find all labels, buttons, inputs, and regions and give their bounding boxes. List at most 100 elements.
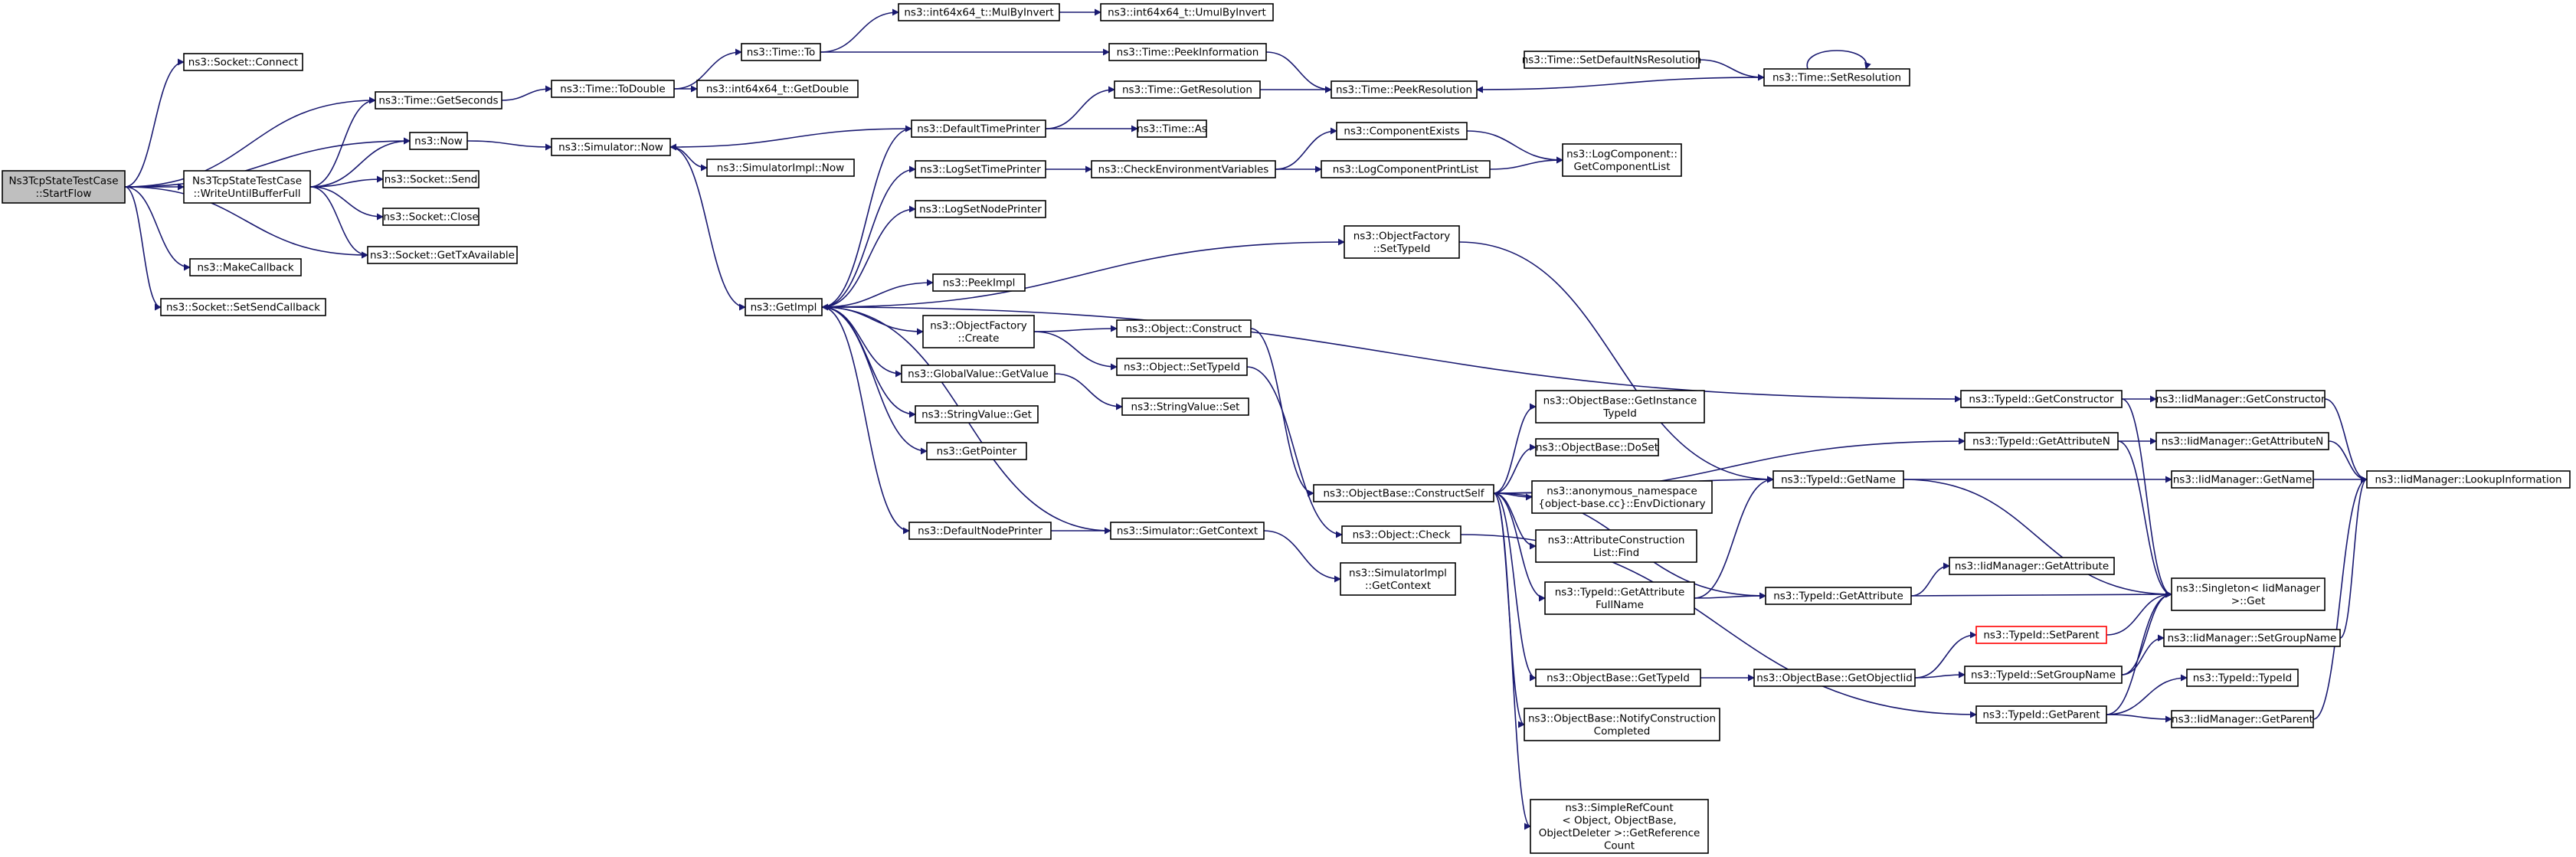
node-peekresolution[interactable]: ns3::Time::PeekResolution [1331,80,1478,99]
node-box [1772,470,1904,489]
node-objsettypeid[interactable]: ns3::Object::SetTypeId [1116,358,1248,376]
node-tidsetgroupname[interactable]: ns3::TypeId::SetGroupName [1964,666,2123,684]
node-gettxavail[interactable]: ns3::Socket::GetTxAvailable [367,246,518,264]
node-tidgetconstructor[interactable]: ns3::TypeId::GetConstructor [1960,390,2123,408]
node-timeas[interactable]: ns3::Time::As [1137,119,1207,138]
node-getpointer[interactable]: ns3::GetPointer [926,442,1027,460]
node-svset[interactable]: ns3::StringValue::Set [1121,397,1249,416]
node-root[interactable]: Ns3TcpStateTestCase::StartFlow [2,170,126,204]
node-timeto[interactable]: ns3::Time::To [741,43,821,61]
edge-timeto-to-mulbyinvert [820,8,899,53]
node-label: ns3::Singleton< IidManager [2176,582,2320,594]
node-getseconds[interactable]: ns3::Time::GetSeconds [375,91,502,110]
node-box [2366,470,2571,489]
node-peekinfo[interactable]: ns3::Time::PeekInformation [1108,43,1267,61]
node-logcompget[interactable]: ns3::LogComponent::GetComponentList [1562,143,1682,177]
node-tidgetattr[interactable]: ns3::TypeId::GetAttribute [1765,587,1912,605]
node-getdouble[interactable]: ns3::int64x64_t::GetDouble [696,80,859,98]
node-objcheck[interactable]: ns3::Object::Check [1341,525,1461,544]
node-iidsetgroupname[interactable]: ns3::IidManager::SetGroupName [2163,629,2341,647]
node-iidgetparent[interactable]: ns3::IidManager::GetParent [2171,710,2314,728]
node-label: ns3::GetPointer [937,446,1017,458]
node-box [1331,80,1478,99]
node-setsendcb[interactable]: ns3::Socket::SetSendCallback [160,298,326,316]
node-writeuntil[interactable]: Ns3TcpStateTestCase::WriteUntilBufferFul… [183,170,311,204]
node-now[interactable]: ns3::Now [409,132,468,150]
node-umulbyinvert[interactable]: ns3::int64x64_t::UmulByInvert [1100,3,1274,21]
node-iidgetconstructor[interactable]: ns3::IidManager::GetConstructor [2155,390,2326,408]
node-tidgetattrn[interactable]: ns3::TypeId::GetAttributeN [1964,432,2119,450]
edge-obconstructself-to-obgettypeid [1493,492,1537,682]
node-makecallback[interactable]: ns3::MakeCallback [189,258,302,276]
edge-root-to-getseconds [124,96,376,188]
node-setdefaultns[interactable]: ns3::Time::SetDefaultNsResolution [1522,51,1702,69]
node-box [911,119,1046,138]
edge-writeuntil-to-close [309,186,384,221]
node-logsettime[interactable]: ns3::LogSetTimePrinter [915,160,1046,178]
node-tidtypeid[interactable]: ns3::TypeId::TypeId [2186,669,2299,687]
node-simnow[interactable]: ns3::Simulator::Now [551,138,671,156]
node-obnotify[interactable]: ns3::ObjectBase::NotifyConstructionCompl… [1524,708,1720,741]
node-tidgetparent[interactable]: ns3::TypeId::GetParent [1975,705,2107,724]
node-connect[interactable]: ns3::Socket::Connect [183,53,303,71]
node-simgetcontext[interactable]: ns3::Simulator::GetContext [1110,522,1265,540]
node-iidlookup[interactable]: ns3::IidManager::LookupInformation [2366,470,2571,489]
node-getimpl[interactable]: ns3::GetImpl [745,298,823,316]
node-obconstructself[interactable]: ns3::ObjectBase::ConstructSelf [1313,484,1494,502]
node-obdoset[interactable]: ns3::ObjectBase::DoSet [1535,438,1659,456]
node-compexists[interactable]: ns3::ComponentExists [1336,122,1468,140]
node-ofsettypeid[interactable]: ns3::ObjectFactory::SetTypeId [1344,225,1460,259]
node-tidgetname[interactable]: ns3::TypeId::GetName [1772,470,1904,489]
edge-getseconds-to-todouble [501,85,552,101]
node-box [1524,51,1700,69]
node-mulbyinvert[interactable]: ns3::int64x64_t::MulByInvert [898,3,1060,21]
node-defnodeprinter[interactable]: ns3::DefaultNodePrinter [908,522,1052,540]
node-iidgetattrn[interactable]: ns3::IidManager::GetAttributeN [2155,432,2329,450]
node-objconstruct[interactable]: ns3::Object::Construct [1116,319,1252,338]
node-setresolution[interactable]: ns3::Time::SetResolution [1763,68,1910,87]
node-deftimeprinter[interactable]: ns3::DefaultTimePrinter [911,119,1046,138]
node-label: ::StartFlow [36,188,92,200]
edge-getimpl-to-logsettime [821,165,916,308]
edge-tidgetparent-to-iidgetparent [2106,714,2172,723]
node-label: ns3::PeekImpl [943,277,1016,289]
edge-setresolution-to-setresolution [1806,50,1871,70]
node-label: ns3::StringValue::Set [1131,401,1240,414]
node-anonenv[interactable]: ns3::anonymous_namespace{object-base.cc}… [1531,480,1713,514]
node-logcompprint[interactable]: ns3::LogComponentPrintList [1321,160,1491,178]
node-gvgetvalue[interactable]: ns3::GlobalValue::GetValue [901,365,1056,383]
node-send[interactable]: ns3::Socket::Send [382,170,480,188]
node-obgettypeid[interactable]: ns3::ObjectBase::GetTypeId [1535,669,1701,687]
node-label: ns3::Simulator::Now [558,142,663,154]
node-obgetobjectiid[interactable]: ns3::ObjectBase::GetObjectIid [1753,669,1916,687]
edge-objsettypeid-to-objcheck [1246,366,1343,538]
edge-getimpl-to-getpointer [821,306,928,455]
node-getresolution[interactable]: ns3::Time::GetResolution [1114,80,1261,99]
node-box [1336,122,1468,140]
node-box [375,91,502,110]
node-tidsetparent[interactable]: ns3::TypeId::SetParent [1975,626,2107,644]
node-ofcreate[interactable]: ns3::ObjectFactory::Create [922,315,1035,348]
node-singleton[interactable]: ns3::Singleton< IidManager>::Get [2171,577,2326,611]
node-label: ns3::ObjectBase::ConstructSelf [1324,488,1485,500]
node-svget[interactable]: ns3::StringValue::Get [915,405,1039,424]
node-close[interactable]: ns3::Socket::Close [382,208,480,226]
node-box [2171,710,2314,728]
node-logsetnode[interactable]: ns3::LogSetNodePrinter [915,200,1046,218]
node-box [915,405,1039,424]
node-simimplnow[interactable]: ns3::SimulatorImpl::Now [706,159,855,177]
node-todouble[interactable]: ns3::Time::ToDouble [551,80,675,98]
node-peekimpl[interactable]: ns3::PeekImpl [932,273,1026,292]
node-iidgetattr[interactable]: ns3::IidManager::GetAttribute [1949,557,2115,575]
node-box [1340,562,1456,596]
edge-obgetobjectiid-to-tidsetgroupname [1914,671,1966,679]
node-simplerefcount[interactable]: ns3::SimpleRefCount< Object, ObjectBase,… [1530,799,1709,854]
node-checkenv[interactable]: ns3::CheckEnvironmentVariables [1091,160,1276,178]
node-simimplgetctx[interactable]: ns3::SimulatorImpl::GetContext [1340,562,1456,596]
node-iidgetname[interactable]: ns3::IidManager::GetName [2171,470,2314,489]
node-label: ns3::ComponentExists [1344,126,1459,138]
node-box [2171,577,2326,611]
